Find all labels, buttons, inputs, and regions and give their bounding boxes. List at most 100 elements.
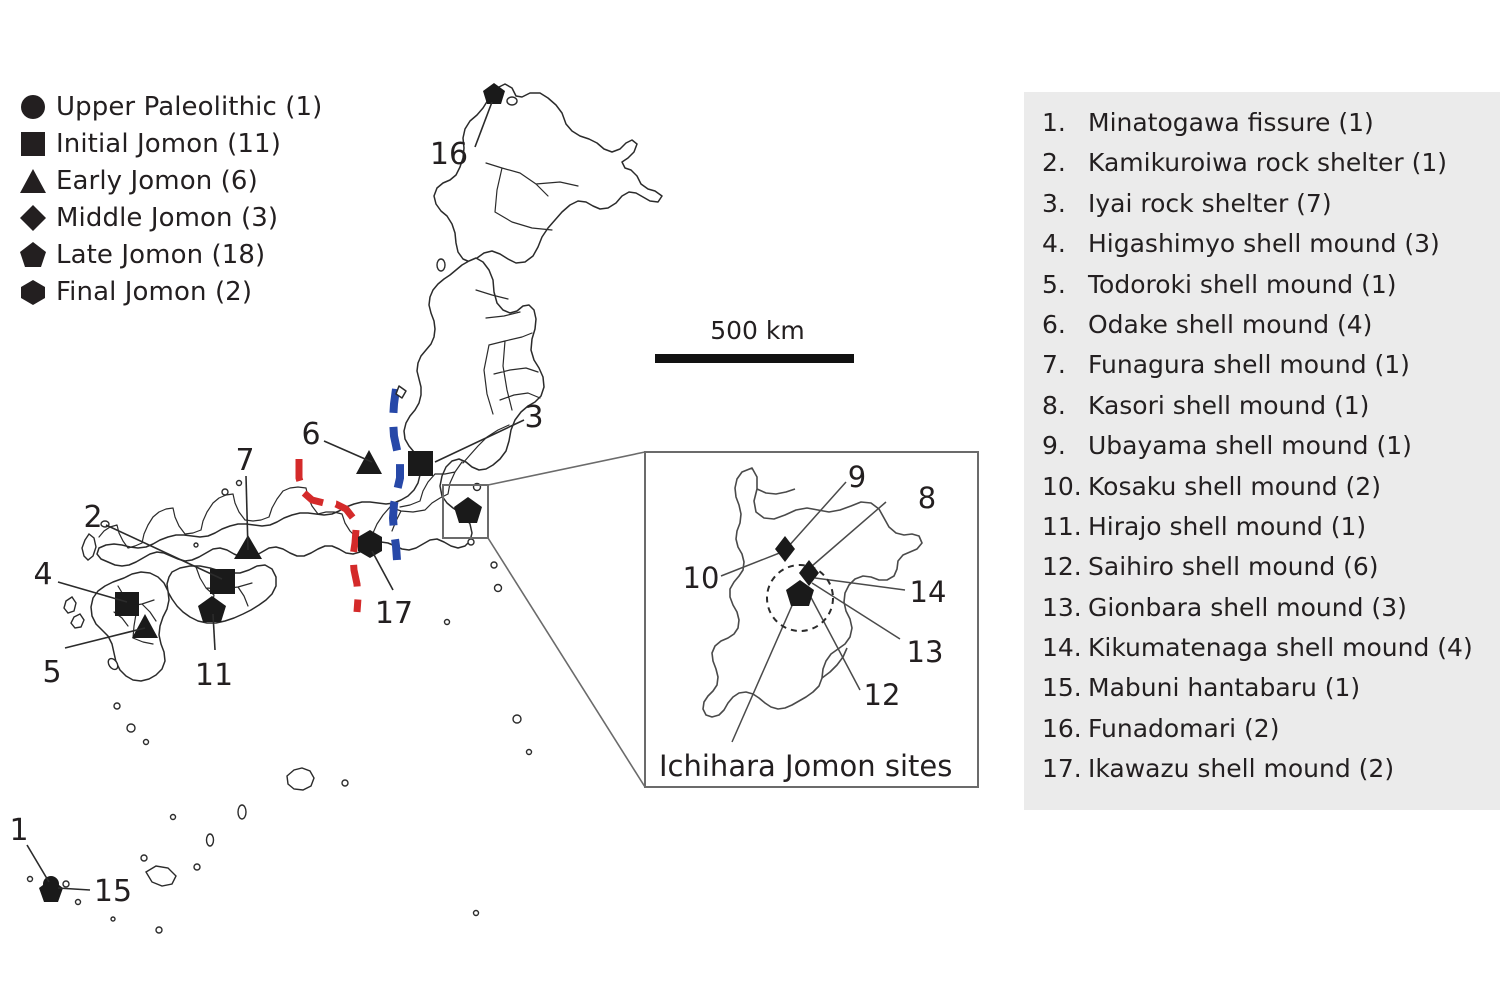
site-name: Ubayama shell mound (1) (1088, 431, 1412, 461)
kyushu-outline (90, 571, 170, 682)
site-number: 12. (1042, 552, 1082, 582)
marker-site-4[interactable] (115, 592, 139, 616)
marker-site-6[interactable] (356, 450, 382, 474)
marker-site-17[interactable] (358, 530, 382, 558)
legend-item-final-jomon: Final Jomon (2) (10, 273, 322, 310)
inset-leader-14 (814, 577, 906, 591)
site-number: 8. (1042, 390, 1066, 420)
hokkaido-outline (433, 83, 663, 264)
islet (193, 863, 201, 871)
scale-label: 500 km (710, 316, 805, 345)
site-list-item[interactable]: 6.Odake shell mound (4) (1042, 310, 1500, 350)
inset-label-14: 14 (910, 575, 947, 609)
site-list-item[interactable]: 5.Todoroki shell mound (1) (1042, 270, 1500, 310)
site-list-item[interactable]: 8.Kasori shell mound (1) (1042, 391, 1500, 431)
site-number: 4. (1042, 229, 1066, 259)
site-name: Minatogawa fissure (1) (1088, 108, 1374, 137)
site-list-item[interactable]: 16.Funadomari (2) (1042, 714, 1500, 754)
marker-site-16[interactable] (483, 83, 505, 104)
site-list-item[interactable]: 17.Ikawazu shell mound (2) (1042, 754, 1500, 794)
islet (221, 488, 229, 496)
inset-leader-10 (720, 551, 783, 577)
site-name: Iyai rock shelter (7) (1088, 188, 1332, 218)
leader-4 (57, 581, 128, 603)
legend-label: Final Jomon (2) (56, 276, 253, 307)
marker-site-9[interactable] (799, 560, 819, 586)
site-name: Higashimyo shell mound (3) (1088, 229, 1440, 259)
inset-label-10: 10 (683, 561, 720, 595)
site-list-item[interactable]: 3.Iyai rock shelter (7) (1042, 189, 1500, 229)
islet (81, 532, 97, 561)
site-number: 7. (1042, 350, 1066, 380)
map-label-6: 6 (301, 417, 320, 452)
inset-leader-9 (786, 481, 847, 549)
islet (443, 618, 451, 626)
legend-item-early-jomon: Early Jomon (6) (10, 162, 322, 199)
inset-leader-title (731, 591, 799, 743)
map-label-17: 17 (375, 596, 413, 631)
hexagon-marker-icon (10, 277, 56, 307)
marker-site-3[interactable] (408, 451, 433, 476)
islet (107, 657, 119, 671)
map-label-1: 1 (9, 813, 28, 848)
site-list-item[interactable]: 7. Funagura shell mound (1) (1042, 350, 1500, 390)
marker-site-2[interactable] (210, 569, 235, 594)
leader-6 (323, 440, 373, 463)
site-list-item[interactable]: 10.Kosaku shell mound (2) (1042, 472, 1500, 512)
site-list-item[interactable]: 11.Hirajo shell mound (1) (1042, 512, 1500, 552)
site-number: 1. (1042, 108, 1066, 137)
blue-boundary-line (388, 388, 404, 561)
site-list-item[interactable]: 12.Saihiro shell mound (6) (1042, 552, 1500, 592)
islet (113, 702, 121, 710)
islet (110, 916, 116, 922)
site-name: Funagura shell mound (1) (1088, 350, 1410, 380)
red-boundary-line (295, 459, 362, 613)
islet (237, 804, 247, 820)
islet (506, 96, 518, 106)
site-number: 14. (1042, 633, 1082, 663)
site-number: 16. (1042, 713, 1082, 743)
marker-site-8-cluster[interactable] (786, 580, 814, 606)
site-name: Todoroki shell mound (1) (1088, 269, 1397, 299)
site-name: Mabuni hantabaru (1) (1088, 673, 1361, 703)
noto-tip (395, 385, 407, 399)
diamond-marker-icon (10, 203, 56, 233)
legend-label: Late Jomon (18) (56, 239, 266, 270)
inset-label-12: 12 (864, 678, 901, 712)
islet (126, 723, 136, 733)
site-number: 17. (1042, 754, 1082, 784)
site-list-item[interactable]: 9. Ubayama shell mound (1) (1042, 431, 1500, 471)
site-list-item[interactable]: 4. Higashimyo shell mound (3) (1042, 229, 1500, 269)
site-number: 11. (1042, 511, 1082, 541)
site-list-item[interactable]: 15.Mabuni hantabaru (1) (1042, 673, 1500, 713)
site-list-item[interactable]: 14.Kikumatenaga shell mound (4) (1042, 633, 1500, 673)
map-label-11: 11 (195, 658, 233, 693)
leader-11 (212, 613, 216, 651)
site-list-item[interactable]: 13.Gionbara shell mound (3) (1042, 593, 1500, 633)
marker-site-11[interactable] (198, 596, 226, 622)
site-name: Gionbara shell mound (3) (1088, 592, 1407, 622)
site-list-item[interactable]: 2.Kamikuroiwa rock shelter (1) (1042, 148, 1500, 188)
legend-item-middle-jomon: Middle Jomon (3) (10, 199, 322, 236)
marker-site-5[interactable] (132, 614, 158, 638)
islet (512, 714, 522, 724)
map-label-5: 5 (42, 655, 61, 690)
okinawa-island (286, 767, 315, 791)
legend-label: Initial Jomon (11) (56, 128, 281, 159)
inset-source-rect (442, 484, 489, 539)
site-number: 9. (1042, 431, 1066, 461)
marker-chiba-cluster[interactable] (454, 497, 482, 523)
inset-label-9: 9 (848, 460, 866, 494)
marker-site-10[interactable] (775, 536, 795, 562)
marker-site-15[interactable] (39, 879, 63, 902)
triangle-marker-icon (10, 166, 56, 196)
site-number: 13. (1042, 592, 1082, 622)
islet (525, 748, 533, 756)
honshu-prefecture-lines (98, 289, 541, 549)
islet (235, 479, 243, 487)
leader-3 (434, 419, 525, 463)
site-list-item[interactable]: 1. Minatogawa fissure (1) (1042, 108, 1500, 148)
islet (169, 813, 177, 821)
site-name: Kamikuroiwa rock shelter (1) (1088, 148, 1448, 178)
